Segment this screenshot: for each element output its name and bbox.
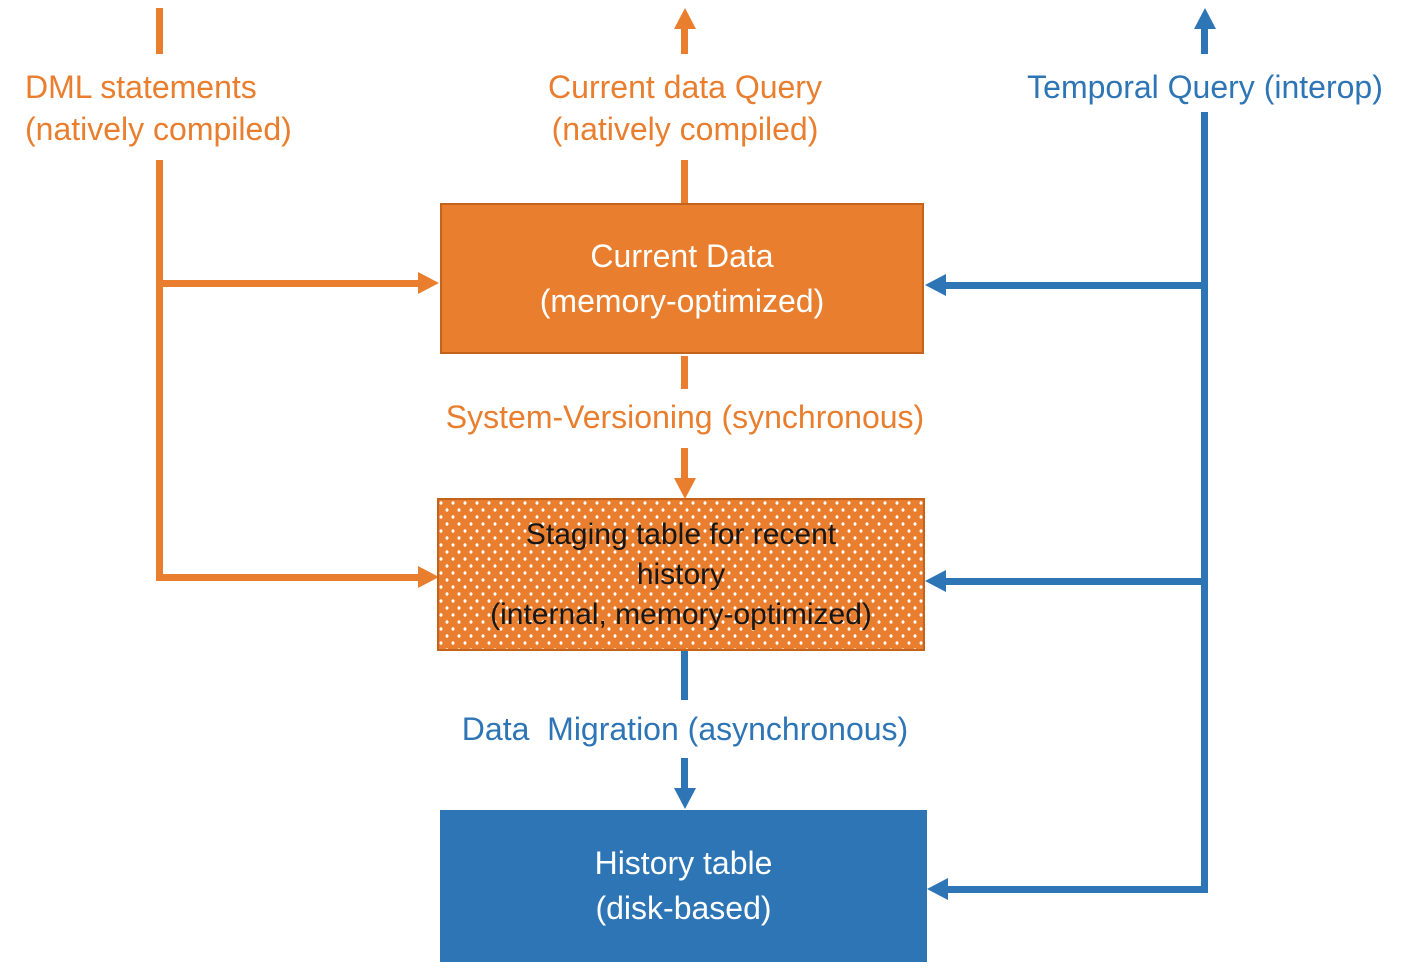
- dml-to-current-data-connector: [156, 280, 420, 287]
- temporal-to-history-connector: [947, 886, 1208, 893]
- temporal-query-line-main: [1201, 112, 1208, 893]
- arrow-left-icon: [925, 274, 946, 296]
- history-table-box-line1: History table: [594, 845, 773, 881]
- dml-statements-label-line1: DML statements: [25, 69, 257, 105]
- system-versioning-connector-top: [681, 356, 688, 389]
- arrow-down-icon: [674, 788, 696, 809]
- arrow-left-icon: [925, 570, 946, 592]
- dml-line-main-segment: [156, 160, 163, 581]
- temporal-to-current-data-connector: [945, 282, 1205, 289]
- current-data-box: Current Data (memory-optimized): [440, 203, 924, 354]
- history-table-box-line2: (disk-based): [595, 890, 772, 926]
- arrow-right-icon: [418, 272, 439, 294]
- current-data-box-line1: Current Data: [590, 237, 774, 274]
- staging-table-box: Staging table for recent history (intern…: [437, 498, 925, 651]
- dml-line-top-segment: [156, 8, 163, 54]
- arrow-down-icon: [674, 478, 696, 499]
- system-versioning-arrow-shaft: [681, 448, 688, 479]
- temporal-query-label: Temporal Query (interop): [1027, 69, 1383, 105]
- current-data-query-label-line2: (natively compiled): [551, 111, 819, 147]
- arrow-up-icon: [674, 8, 696, 29]
- dml-to-staging-connector: [156, 574, 420, 581]
- staging-table-box-line2: history: [636, 557, 726, 591]
- history-table-box: History table (disk-based): [440, 810, 927, 962]
- arrow-left-icon: [927, 878, 948, 900]
- staging-table-box-line3: (internal, memory-optimized): [490, 597, 872, 631]
- current-query-arrow-shaft: [681, 28, 688, 54]
- data-migration-connector-top: [681, 651, 688, 700]
- staging-table-box-line1: Staging table for recent: [525, 517, 837, 551]
- arrow-up-icon: [1194, 8, 1216, 29]
- data-migration-arrow-shaft: [681, 758, 688, 789]
- dml-statements-label-line2: (natively compiled): [25, 111, 292, 147]
- temporal-to-staging-connector: [945, 578, 1205, 585]
- temporal-query-arrow-shaft: [1201, 28, 1208, 54]
- system-versioning-label: System-Versioning (synchronous): [445, 399, 925, 435]
- current-data-query-label: Current data Query (natively compiled): [485, 66, 885, 150]
- dml-statements-label: DML statements (natively compiled): [25, 66, 292, 150]
- current-data-box-line2: (memory-optimized): [539, 282, 825, 319]
- current-data-query-label-line1: Current data Query: [548, 69, 822, 105]
- current-query-to-box-connector: [681, 160, 688, 204]
- arrow-right-icon: [418, 566, 439, 588]
- data-migration-label: Data Migration (asynchronous): [461, 711, 909, 747]
